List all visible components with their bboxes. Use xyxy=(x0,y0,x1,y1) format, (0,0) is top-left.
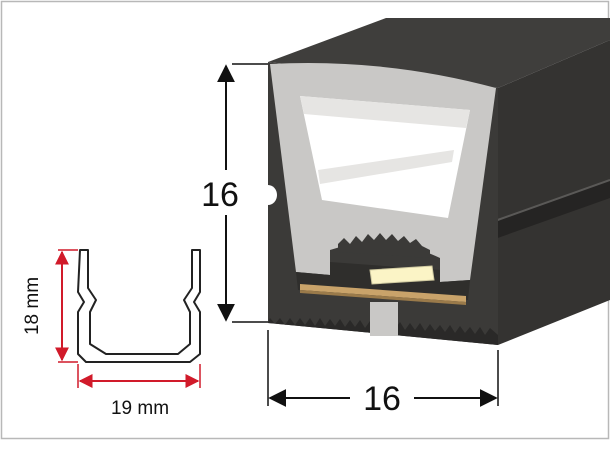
profile-side-notch xyxy=(268,185,277,205)
profile-side-groove xyxy=(492,180,610,240)
profile-side-face xyxy=(498,40,610,345)
clip-outline xyxy=(77,249,201,363)
profile-height-dimension: 16 xyxy=(201,63,268,323)
profile-width-dimension: 16 xyxy=(267,330,499,418)
clip-width-dimension: 19 mm xyxy=(77,364,201,419)
clip-width-label: 19 mm xyxy=(111,398,169,419)
diffuser-ridge xyxy=(338,233,430,258)
led-pcb-strip xyxy=(300,284,466,302)
clip-height-dimension: 18 mm xyxy=(22,249,78,363)
profile-width-label: 16 xyxy=(363,380,401,418)
profile-height-label: 16 xyxy=(201,176,239,214)
neon-profile xyxy=(268,18,610,345)
mounting-clip xyxy=(77,249,201,363)
mount-stem xyxy=(370,302,398,336)
led-chip xyxy=(369,265,435,285)
clip-height-label: 18 mm xyxy=(22,277,43,335)
diffuser-window xyxy=(300,96,470,218)
